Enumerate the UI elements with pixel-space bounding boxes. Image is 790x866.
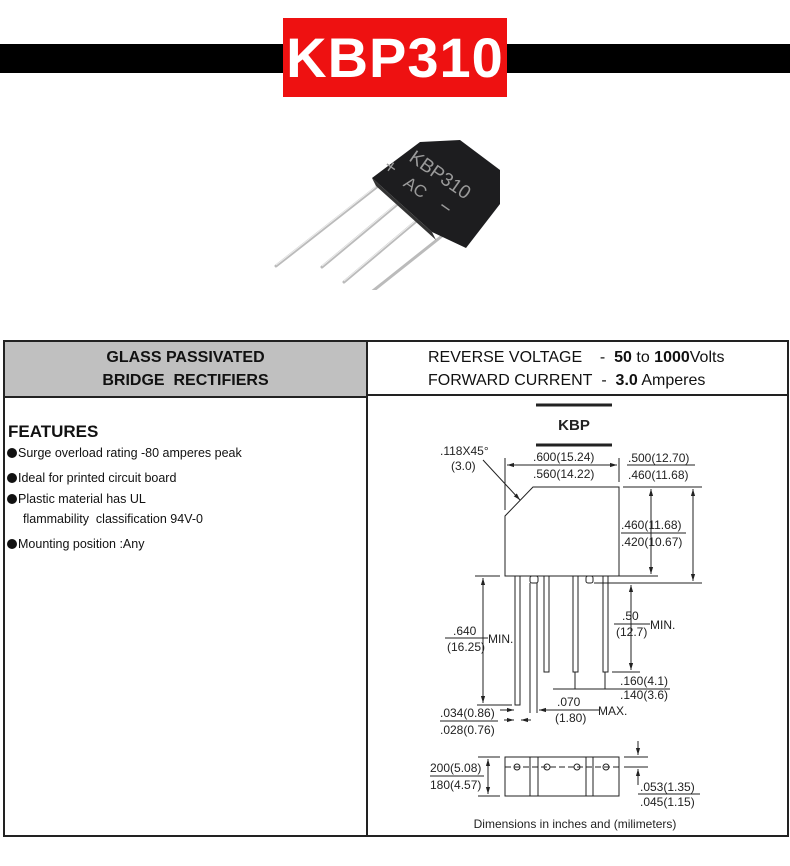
datasheet-table: GLASS PASSIVATED BRIDGE RECTIFIERS REVER… xyxy=(3,340,789,837)
feature-text: Plastic material has UL xyxy=(18,492,146,506)
dim-text: .118X45° xyxy=(440,444,489,458)
rv-label: REVERSE VOLTAGE xyxy=(428,349,583,366)
dim-text: .053(1.35) xyxy=(640,780,695,794)
dim-text: 200(5.08) xyxy=(430,761,481,775)
dim-text: .640 xyxy=(453,624,477,638)
product-photo: KBP310 + AC − xyxy=(274,140,500,290)
feature-text: Surge overload rating -80 amperes peak xyxy=(18,446,242,460)
dim-text: .160(4.1) xyxy=(620,674,668,688)
features-panel: FEATURES Surge overload rating -80 amper… xyxy=(5,398,368,835)
features-title: FEATURES xyxy=(8,422,99,441)
dim-text: .50 xyxy=(622,609,639,623)
bullet-icon xyxy=(7,539,17,549)
feature-text: Mounting position :Any xyxy=(18,537,145,551)
rv-max: 1000 xyxy=(654,349,690,366)
dim-text: (3.0) xyxy=(451,459,476,473)
category-line1: GLASS PASSIVATED xyxy=(106,349,265,366)
dash: - xyxy=(599,349,606,366)
feature-text: Ideal for printed circuit board xyxy=(18,471,177,485)
dim-text: .560(14.22) xyxy=(533,467,594,481)
rv-unit: Volts xyxy=(689,349,725,366)
bottom-view xyxy=(504,756,620,797)
dim-text: .045(1.15) xyxy=(640,795,695,809)
feature-item: Ideal for printed circuit board xyxy=(7,471,176,485)
fc-value: 3.0 xyxy=(615,372,638,389)
feature-item: Surge overload rating -80 amperes peak xyxy=(7,446,242,460)
fc-label: FORWARD CURRENT xyxy=(428,372,593,389)
bullet-icon xyxy=(7,448,17,458)
package-outline xyxy=(504,486,620,577)
dim-text: (1.80) xyxy=(555,711,586,725)
diagram-caption: Dimensions in inches and (milimeters) xyxy=(474,817,677,831)
dim-text: .500(12.70) xyxy=(628,451,689,465)
dim-text: (16.25) xyxy=(447,640,485,654)
dim-text: .420(10.67) xyxy=(621,535,682,549)
fc-unit: Amperes xyxy=(641,372,706,389)
dim-text: MIN. xyxy=(488,632,513,646)
dim-text: MAX. xyxy=(598,704,627,718)
dim-text: (12.7) xyxy=(616,625,647,639)
dim-text: .460(11.68) xyxy=(621,518,682,532)
dim-text: .070 xyxy=(557,695,581,709)
dim-text: 180(4.57) xyxy=(430,778,481,792)
feature-item: Plastic material has UL xyxy=(7,492,146,506)
bullet-icon xyxy=(7,494,17,504)
ratings: REVERSE VOLTAGE - 50 to 1000Volts FORWAR… xyxy=(368,342,787,396)
category-line2: BRIDGE RECTIFIERS xyxy=(102,372,269,389)
dim-text: .460(11.68) xyxy=(628,468,689,482)
feature-text-cont: flammability classification 94V-0 xyxy=(23,512,203,526)
lead xyxy=(320,200,402,269)
product-category: GLASS PASSIVATED BRIDGE RECTIFIERS xyxy=(5,342,368,398)
product-title: KBP310 xyxy=(283,18,507,97)
reverse-voltage: REVERSE VOLTAGE - 50 to 1000Volts xyxy=(428,346,787,369)
dim-text: .140(3.6) xyxy=(620,688,668,702)
lead xyxy=(342,216,422,284)
dim-text: MIN. xyxy=(650,618,675,632)
rv-min: 50 xyxy=(614,349,632,366)
dash: - xyxy=(601,372,607,389)
to: to xyxy=(636,349,650,366)
forward-current: FORWARD CURRENT - 3.0 Amperes xyxy=(428,369,787,392)
dim-text: .034(0.86) xyxy=(440,706,495,720)
lead xyxy=(371,234,444,290)
feature-item: Mounting position :Any xyxy=(7,537,144,551)
dim-text: .600(15.24) xyxy=(533,450,594,464)
component-body xyxy=(372,140,500,248)
lead xyxy=(274,184,380,268)
package-label: KBP xyxy=(558,417,590,434)
bullet-icon xyxy=(7,473,17,483)
dim-text: .028(0.76) xyxy=(440,723,495,737)
